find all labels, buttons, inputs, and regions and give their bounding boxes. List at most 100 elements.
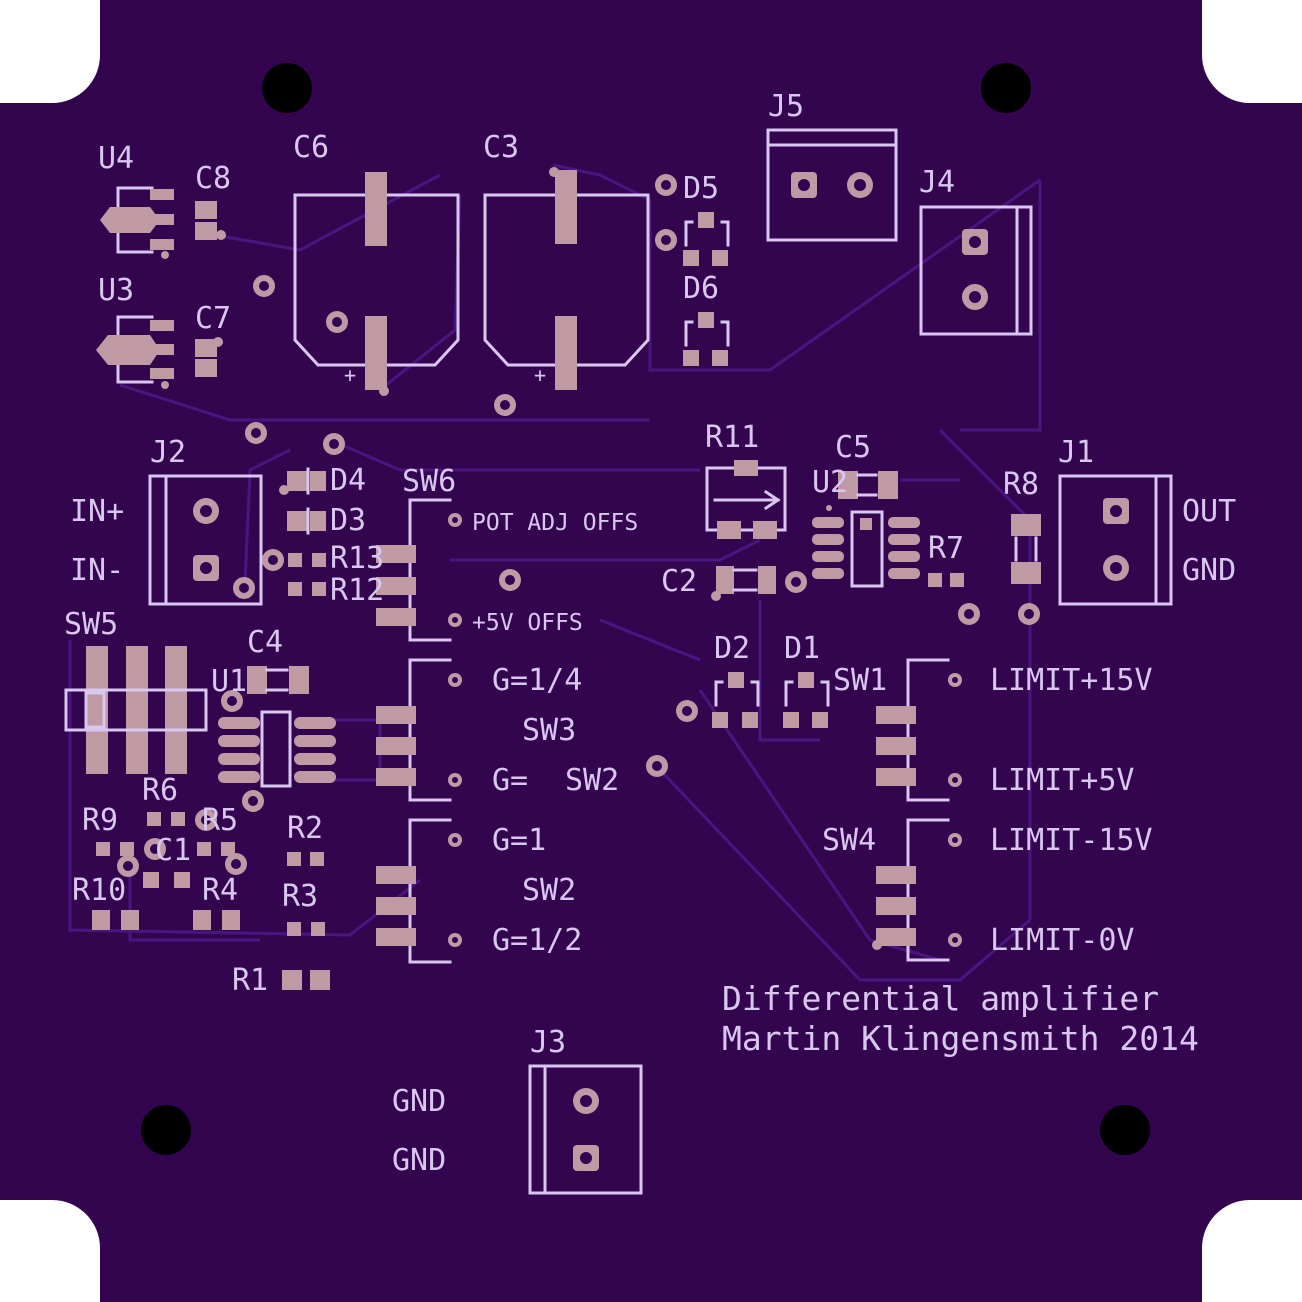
d2-diode <box>712 672 760 728</box>
c1-capacitor <box>143 872 190 888</box>
refdes-j4: J4 <box>919 165 955 200</box>
refdes-c2: C2 <box>661 564 697 599</box>
refdes-r8: R8 <box>1003 467 1039 502</box>
refdes-c8: C8 <box>195 161 231 196</box>
r3-resistor <box>287 922 325 936</box>
mount-hole-top-right <box>981 63 1031 113</box>
label-pot-adj-offs: POT ADJ OFFS <box>472 510 638 536</box>
r6-resistor <box>147 812 185 826</box>
refdes-r5: R5 <box>202 803 238 838</box>
refdes-sw3: SW3 <box>522 713 576 748</box>
refdes-r13: R13 <box>330 541 384 576</box>
refdes-sw4: SW4 <box>822 823 876 858</box>
c4-capacitor <box>247 666 309 694</box>
mount-hole-bottom-right <box>1100 1105 1150 1155</box>
refdes-j1: J1 <box>1058 435 1094 470</box>
sw4-switch <box>872 818 962 962</box>
u4-regulator <box>100 186 174 259</box>
refdes-u2: U2 <box>812 465 848 500</box>
r13-resistor <box>288 553 326 567</box>
r9-resistor <box>96 842 134 856</box>
label-in-minus: IN- <box>70 553 124 588</box>
label-gnd-2: GND <box>392 1143 446 1178</box>
sw6-switch <box>376 498 462 642</box>
c6-capacitor <box>293 172 460 396</box>
d5-diode <box>683 212 730 266</box>
j1-connector <box>1058 474 1173 606</box>
d4-diode <box>279 467 326 495</box>
r1-resistor <box>282 970 330 990</box>
label-g-quarter: G=1/4 <box>492 663 582 698</box>
u1-opamp <box>218 710 336 788</box>
c8-capacitor <box>195 201 226 240</box>
c3-plus-mark: + <box>534 363 546 387</box>
refdes-d3: D3 <box>330 503 366 538</box>
refdes-r7: R7 <box>928 531 964 566</box>
sw3-switch <box>376 658 462 802</box>
refdes-u4: U4 <box>98 141 134 176</box>
refdes-u1: U1 <box>211 664 247 699</box>
c6-plus-mark: + <box>344 363 356 387</box>
label-limit-m15v: LIMIT-15V <box>990 823 1153 858</box>
r10-resistor <box>92 910 139 930</box>
board-title: Differential amplifier <box>722 979 1159 1018</box>
refdes-c6: C6 <box>293 130 329 165</box>
board-author: Martin Klingensmith 2014 <box>722 1019 1199 1058</box>
label-limit-0v: LIMIT-0V <box>990 923 1135 958</box>
refdes-j2: J2 <box>150 435 186 470</box>
sw2-switch <box>376 818 462 964</box>
refdes-r11: R11 <box>705 420 759 455</box>
label-g-blank: G= <box>492 763 528 798</box>
sw5-switch <box>64 646 208 774</box>
label-gnd-j1: GND <box>1182 553 1236 588</box>
refdes-j5: J5 <box>768 89 804 124</box>
label-limit-p5v: LIMIT+5V <box>990 763 1135 798</box>
refdes-d5: D5 <box>683 171 719 206</box>
j3-connector <box>528 1064 643 1195</box>
r8-resistor <box>1011 514 1041 584</box>
u2-opamp <box>812 505 920 588</box>
j2-connector <box>148 474 263 606</box>
refdes-d1: D1 <box>784 631 820 666</box>
r4-resistor <box>193 910 240 930</box>
label-plus5v-offs: +5V OFFS <box>472 610 583 636</box>
refdes-c7: C7 <box>195 301 231 336</box>
refdes-u3: U3 <box>98 273 134 308</box>
mount-hole-top-left <box>262 63 312 113</box>
r5-resistor <box>197 842 235 856</box>
d1-diode <box>783 672 830 728</box>
refdes-r6: R6 <box>142 773 178 808</box>
refdes-sw1: SW1 <box>833 663 887 698</box>
c7-capacitor <box>195 337 223 377</box>
label-g-one: G=1 <box>492 823 546 858</box>
refdes-sw2: SW2 <box>522 873 576 908</box>
label-limit-p15v: LIMIT+15V <box>990 663 1153 698</box>
label-in-plus: IN+ <box>70 494 124 529</box>
refdes-c3: C3 <box>483 130 519 165</box>
refdes-sw5: SW5 <box>64 607 118 642</box>
refdes-c4: C4 <box>247 625 283 660</box>
r12-resistor <box>288 582 326 596</box>
refdes-c5: C5 <box>835 430 871 465</box>
d3-diode <box>287 507 326 535</box>
refdes-d6: D6 <box>683 271 719 306</box>
u3-regulator <box>96 315 174 389</box>
refdes-sw2-overlap: SW2 <box>565 763 619 798</box>
silkscreen-text: U4 C8 U3 C7 C6 C3 + + D5 D6 J5 J4 J2 IN+… <box>64 89 1236 1178</box>
j5-connector <box>766 128 898 242</box>
sw1-switch <box>876 658 962 802</box>
refdes-r2: R2 <box>287 811 323 846</box>
refdes-r4: R4 <box>202 873 238 908</box>
refdes-c1: C1 <box>155 833 191 868</box>
refdes-r12: R12 <box>330 573 384 608</box>
refdes-r9: R9 <box>82 803 118 838</box>
label-g-half: G=1/2 <box>492 923 582 958</box>
d6-diode <box>683 312 730 366</box>
r11-trimpot <box>705 460 787 539</box>
mount-hole-bottom-left <box>141 1105 191 1155</box>
refdes-r3: R3 <box>282 879 318 914</box>
c3-capacitor <box>483 167 650 390</box>
c2-capacitor <box>711 566 776 601</box>
refdes-r10: R10 <box>72 873 126 908</box>
